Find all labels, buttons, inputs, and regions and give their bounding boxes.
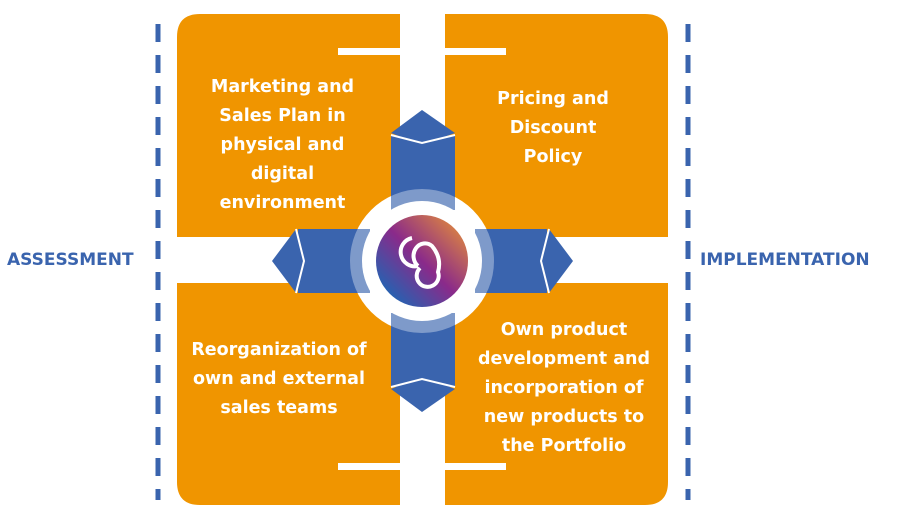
quadrant-top-left-text: Marketing and Sales Plan in physical and… bbox=[210, 77, 355, 213]
implementation-label: IMPLEMENTATION bbox=[700, 250, 870, 270]
quadrant-top-right bbox=[445, 14, 668, 237]
quadrant-bottom-right-text: Own product development and incorporatio… bbox=[477, 320, 651, 456]
arrow-up bbox=[390, 110, 456, 210]
quadrant-top-left bbox=[177, 14, 400, 237]
quadrant-bottom-right bbox=[445, 283, 668, 505]
arrow-down bbox=[390, 313, 456, 412]
assessment-label: ASSESSMENT bbox=[7, 250, 134, 270]
arrow-left bbox=[272, 228, 370, 294]
logo-icon bbox=[376, 215, 468, 307]
white-bar-top bbox=[338, 48, 506, 55]
quadrant-bottom-left-text: Reorganization of own and external sales… bbox=[191, 340, 367, 418]
arrow-right bbox=[475, 228, 573, 294]
quadrant-bottom-left bbox=[177, 283, 400, 505]
quadrant-top-right-text: Pricing and Discount Policy bbox=[497, 89, 609, 167]
white-bar-bottom bbox=[338, 463, 506, 470]
